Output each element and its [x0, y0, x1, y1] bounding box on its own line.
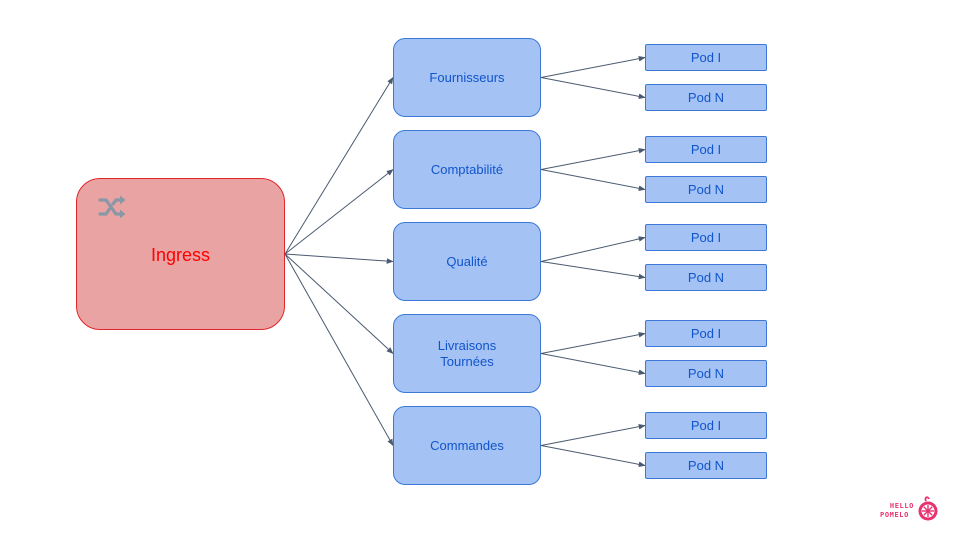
service-to-pod-arrow	[540, 55, 646, 78]
pod-node[interactable]: Pod N	[645, 264, 767, 291]
hello-pomelo-logo: HELLO POMELO	[880, 496, 940, 524]
pod-node[interactable]: Pod I	[645, 136, 767, 163]
logo-wordmark: HELLO POMELO	[880, 502, 914, 519]
ingress-to-service-arrow	[284, 253, 394, 264]
pod-label: Pod I	[690, 142, 722, 157]
ingress-to-service-arrow	[284, 253, 394, 354]
service-label: Commandes	[430, 437, 504, 453]
pomelo-logo-icon	[918, 496, 938, 521]
service-label: Fournisseurs	[429, 69, 505, 85]
pod-label: Pod I	[690, 326, 722, 341]
service-to-pod-arrow	[540, 353, 646, 376]
shuffle-icon	[98, 195, 126, 219]
ingress-to-service-arrow	[284, 169, 394, 255]
pod-label: Pod I	[690, 418, 722, 433]
pod-label: Pod N	[687, 90, 725, 105]
service-to-pod-arrow	[540, 423, 646, 446]
pod-node[interactable]: Pod N	[645, 360, 767, 387]
ingress-label: Ingress	[150, 245, 211, 265]
service-label-line-2: Tournées	[440, 353, 494, 369]
pod-label: Pod N	[687, 366, 725, 381]
pod-label: Pod N	[687, 458, 725, 473]
service-node-livraisons-tournees[interactable]: Livraisons Tournées	[393, 314, 541, 393]
service-node-commandes[interactable]: Commandes	[393, 406, 541, 485]
pod-node[interactable]: Pod I	[645, 412, 767, 439]
pod-node[interactable]: Pod I	[645, 224, 767, 251]
pod-label: Pod I	[690, 50, 722, 65]
pod-label: Pod N	[687, 270, 725, 285]
ingress-node[interactable]: Ingress	[76, 178, 285, 330]
pod-node[interactable]: Pod N	[645, 176, 767, 203]
service-to-pod-arrow	[540, 445, 646, 468]
service-node-fournisseurs[interactable]: Fournisseurs	[393, 38, 541, 117]
pod-label: Pod I	[690, 230, 722, 245]
service-label-line-1: Livraisons	[437, 337, 497, 353]
pod-node[interactable]: Pod I	[645, 320, 767, 347]
service-to-pod-arrow	[540, 236, 646, 262]
service-to-pod-arrow	[540, 331, 646, 354]
service-to-pod-arrow	[540, 77, 646, 100]
pod-node[interactable]: Pod N	[645, 452, 767, 479]
service-label: Qualité	[446, 253, 488, 269]
service-label: Comptabilité	[430, 161, 504, 177]
pod-node[interactable]: Pod I	[645, 44, 767, 71]
pod-node[interactable]: Pod N	[645, 84, 767, 111]
ingress-to-service-arrow	[284, 76, 394, 255]
service-to-pod-arrow	[540, 261, 646, 280]
service-node-qualite[interactable]: Qualité	[393, 222, 541, 301]
service-to-pod-arrow	[540, 147, 646, 170]
service-node-comptabilite[interactable]: Comptabilité	[393, 130, 541, 209]
ingress-to-service-arrow	[284, 253, 394, 447]
pod-label: Pod N	[687, 182, 725, 197]
service-to-pod-arrow	[540, 169, 646, 192]
